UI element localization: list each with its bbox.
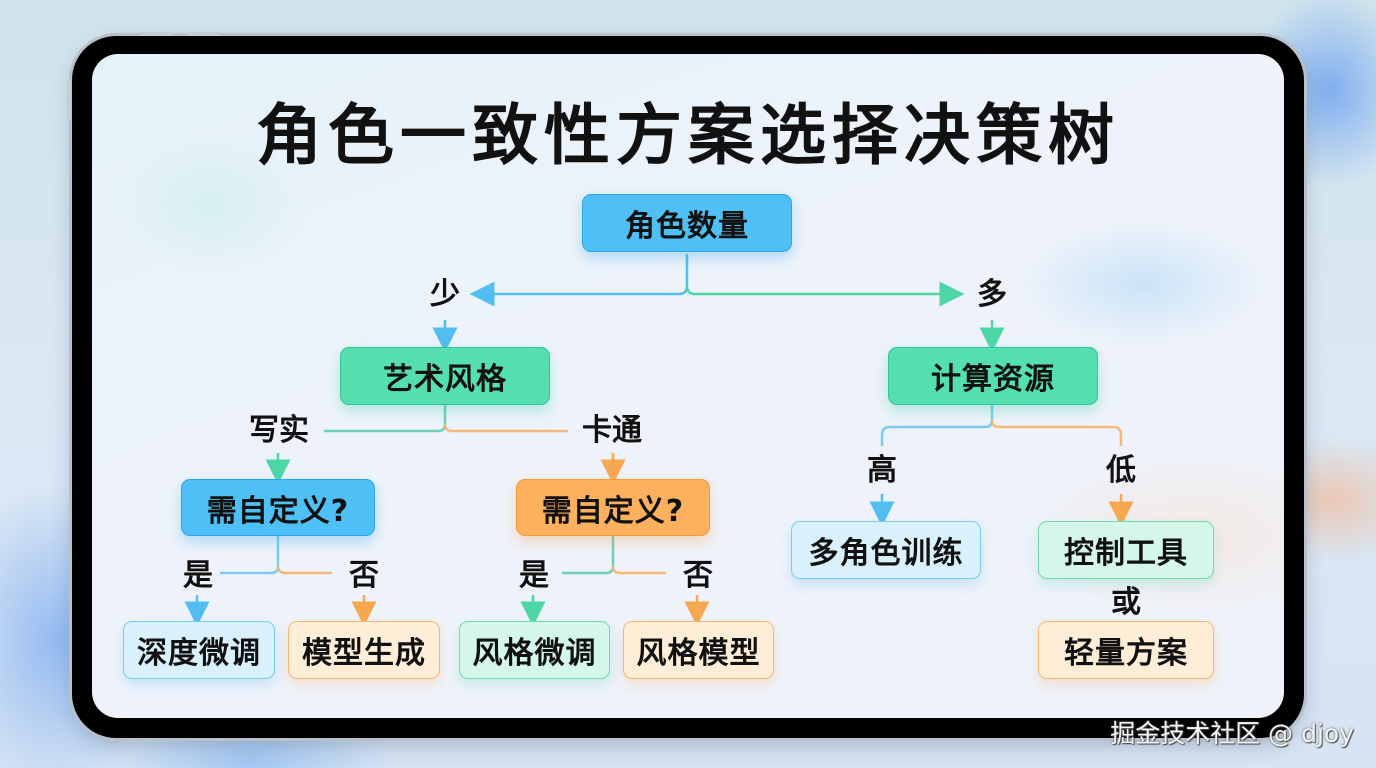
result-style-model: 风格模型 — [623, 621, 774, 679]
edge-label-no: 否 — [683, 558, 713, 593]
node-needs-custom-cartoon: 需自定义? — [516, 479, 710, 536]
result-model-generation: 模型生成 — [288, 621, 440, 679]
result-style-finetune: 风格微调 — [459, 621, 610, 679]
watermark: 掘金技术社区 @ djoy — [1110, 719, 1354, 748]
connector-lines — [184, 254, 1134, 627]
result-multi-character-training: 多角色训练 — [791, 521, 981, 579]
edge-label-high: 高 — [867, 453, 897, 488]
tablet-button — [67, 80, 71, 120]
edge-label-few: 少 — [430, 277, 460, 312]
node-character-count: 角色数量 — [582, 194, 792, 252]
edge-label-cartoon: 卡通 — [582, 413, 642, 448]
edge-label-yes: 是 — [183, 558, 213, 593]
edge-label-yes: 是 — [519, 558, 549, 593]
result-deep-finetune: 深度微调 — [123, 621, 275, 679]
edge-label-many: 多 — [977, 277, 1007, 312]
edge-label-no: 否 — [349, 558, 379, 593]
node-art-style: 艺术风格 — [340, 347, 550, 405]
tablet-frame: 角色一致性方案选择决策树 — [67, 32, 1304, 738]
or-label: 或 — [1111, 585, 1141, 620]
edge-label-low: 低 — [1106, 453, 1136, 488]
diagram-canvas: 角色一致性方案选择决策树 — [92, 54, 1284, 718]
tablet-button — [140, 32, 174, 36]
node-compute-resources: 计算资源 — [888, 347, 1098, 405]
diagram-title: 角色一致性方案选择决策树 — [256, 96, 1120, 174]
result-control-tools: 控制工具 — [1038, 521, 1214, 579]
result-lightweight-solution: 轻量方案 — [1038, 621, 1214, 679]
tablet-button — [186, 32, 220, 36]
node-needs-custom-realistic: 需自定义? — [181, 479, 375, 536]
edge-label-realistic: 写实 — [249, 413, 309, 448]
